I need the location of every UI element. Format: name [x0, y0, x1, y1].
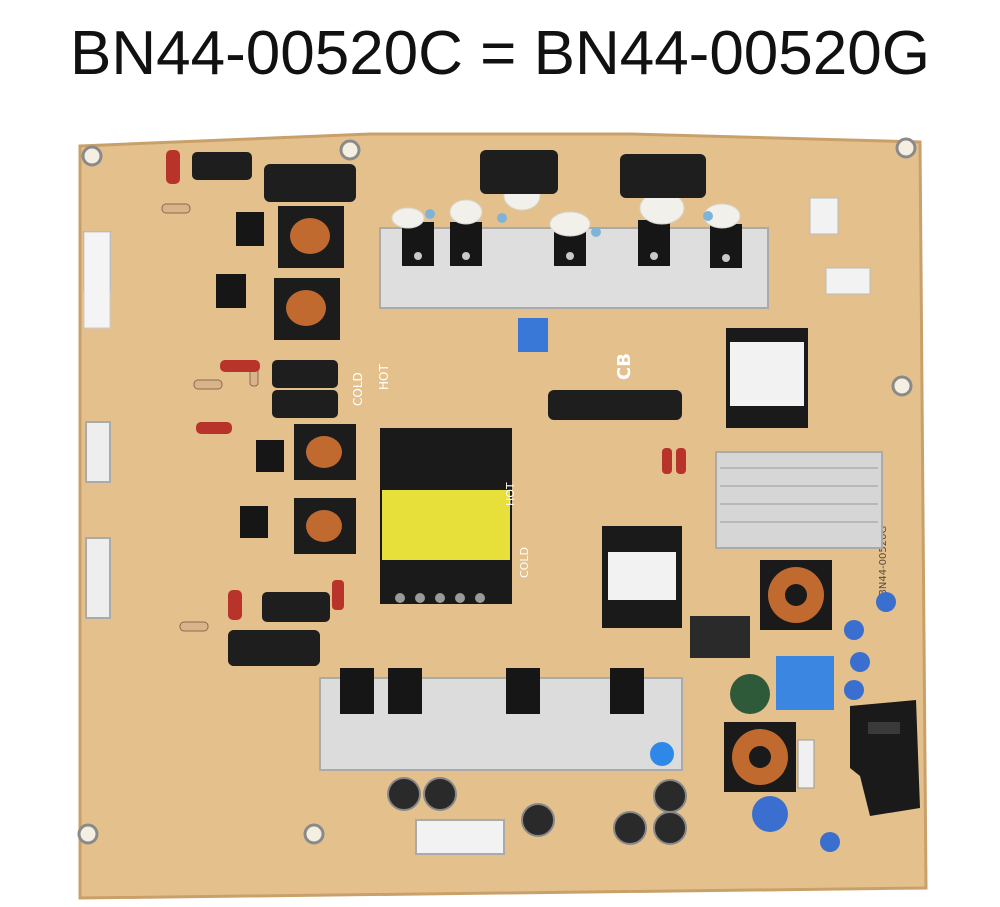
cement-resistors [809, 197, 871, 295]
blue-x-capacitor [776, 656, 834, 710]
middle-capacitors [548, 390, 682, 420]
relay [690, 616, 750, 658]
right-heatsink [715, 451, 883, 549]
blue-film-capacitor [518, 318, 548, 352]
silkscreen-cb: CB [614, 353, 635, 380]
blue-dot-marker [650, 742, 674, 766]
main-transformer [380, 428, 512, 604]
silkscreen-model: BN44-00520G [878, 526, 889, 596]
left-transformers [274, 206, 356, 554]
silkscreen-cold: COLD [351, 372, 365, 406]
bottom-connector [415, 819, 505, 855]
middle-transformer [602, 526, 682, 628]
power-board-photo: COLD HOT CB HOT COLD BN44-00520G [77, 132, 928, 900]
toroid-inductors [724, 560, 832, 792]
bottom-transistors [340, 668, 644, 714]
barcode-sticker [83, 231, 111, 329]
electrolytic-capacitors-top [192, 150, 706, 202]
bottom-heatsink [319, 677, 683, 771]
ac-inlet [850, 700, 920, 816]
left-transistors [216, 212, 284, 538]
blue-ceramic-capacitors [752, 592, 896, 852]
large-capacitor-left [228, 630, 320, 666]
red-resistors [166, 150, 686, 620]
green-varistor [730, 674, 770, 714]
right-transformer [726, 328, 808, 428]
silkscreen-cold-2: COLD [518, 547, 531, 578]
silkscreen-hot-2: HOT [504, 482, 517, 506]
bottom-capacitors [387, 777, 687, 845]
silkscreen-hot: HOT [377, 364, 391, 390]
mounting-holes [77, 137, 917, 845]
fuse [797, 739, 815, 789]
heading: BN44-00520C = BN44-00520G [70, 19, 930, 88]
